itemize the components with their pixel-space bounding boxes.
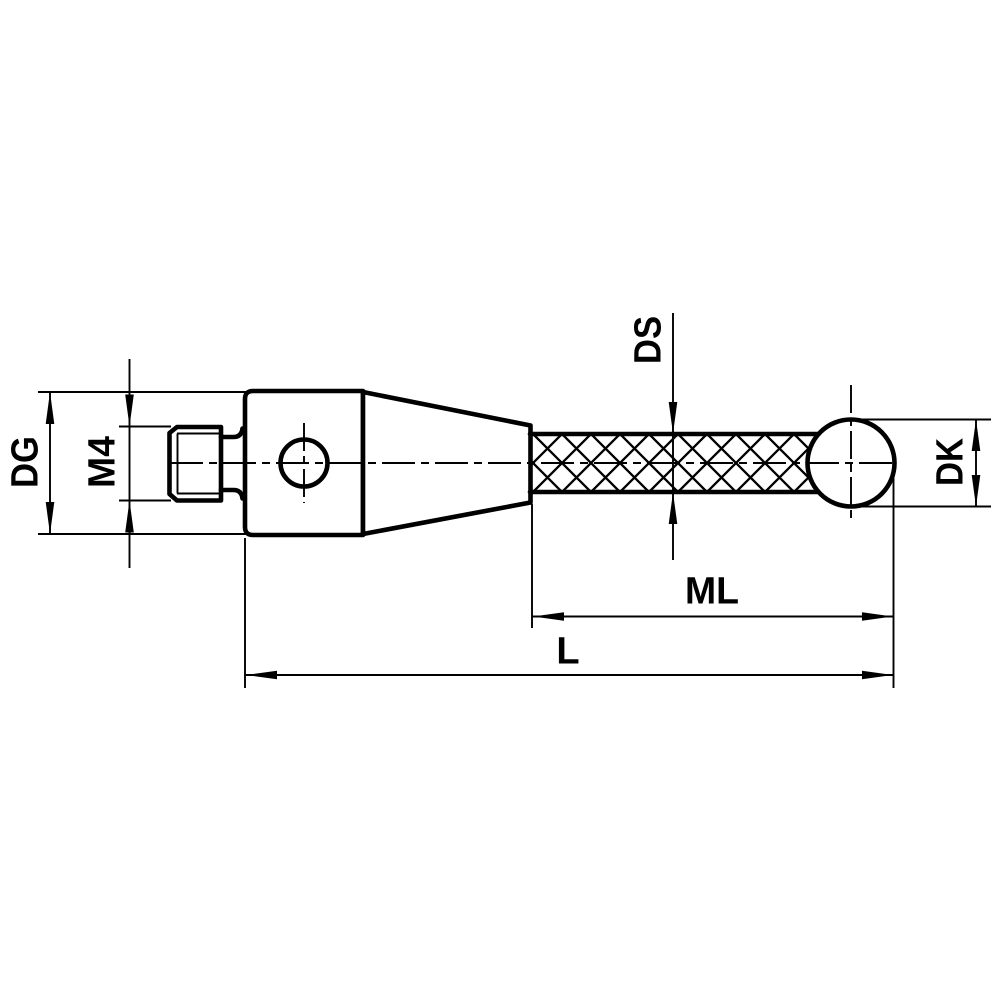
ml-arrow-right <box>862 612 893 621</box>
l-label: L <box>556 630 579 672</box>
dk-arrow-up <box>971 419 981 451</box>
m4-arrow-up <box>125 500 134 533</box>
dk-arrow-down <box>971 475 981 507</box>
m4-label: M4 <box>81 436 123 488</box>
ml-arrow-left <box>533 612 564 621</box>
dk-label: DK <box>929 438 971 486</box>
m4-extension-lines <box>119 425 171 502</box>
neck-top-line <box>218 426 245 440</box>
ds-label: DS <box>627 316 669 364</box>
dg-label: DG <box>4 436 46 488</box>
ml-label: ML <box>685 570 739 612</box>
dimension-l: L <box>244 538 894 688</box>
dimension-ds: DS <box>627 313 678 560</box>
ds-arrow-down <box>668 402 678 434</box>
l-arrow-right <box>862 670 893 680</box>
dk-extension-lines <box>853 418 991 508</box>
stylus-ball <box>805 385 897 523</box>
m4-arrow-down <box>125 394 134 427</box>
dimension-dg: DG <box>4 391 247 535</box>
dimension-ml: ML <box>531 474 895 688</box>
dg-arrow-down <box>45 502 55 534</box>
neck-bottom-line <box>218 487 245 501</box>
ds-arrow-up <box>668 492 678 524</box>
l-arrow-left <box>246 670 277 680</box>
stub-neck <box>218 426 245 501</box>
dg-extension-lines <box>38 391 247 535</box>
dg-arrow-up <box>45 392 55 424</box>
dimension-m4: M4 <box>81 359 171 568</box>
dimension-dk: DK <box>853 418 991 508</box>
